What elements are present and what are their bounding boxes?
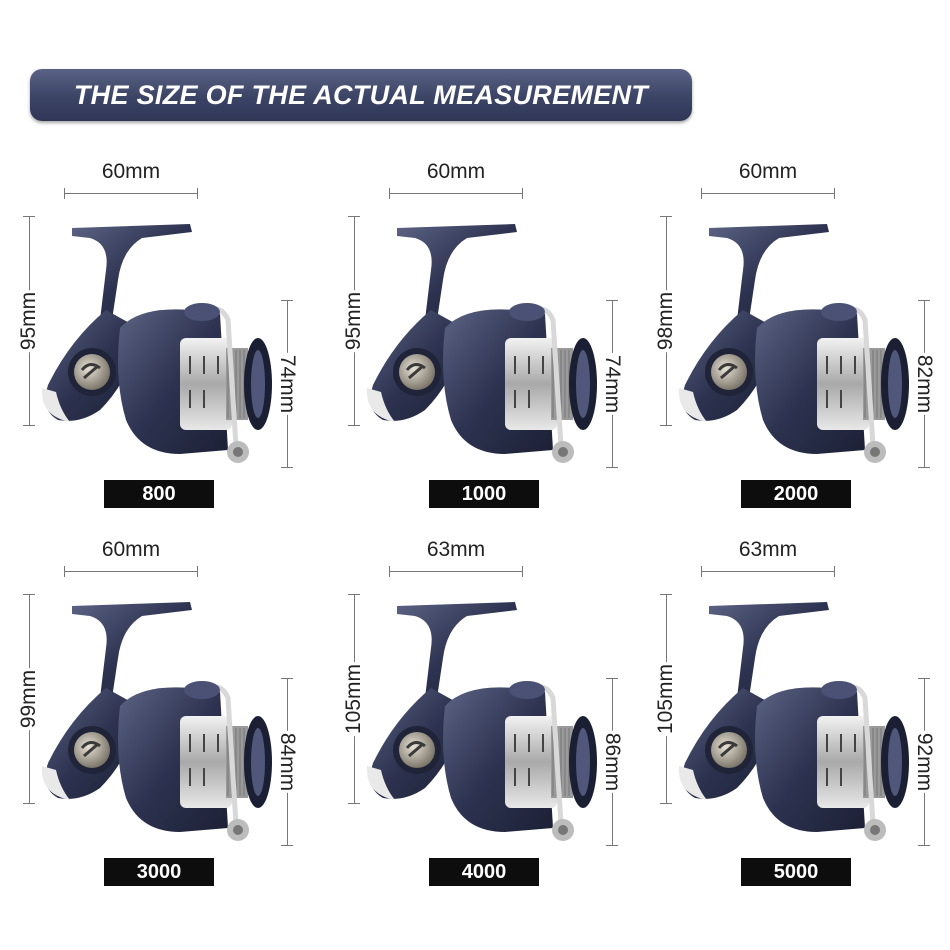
height-dimension: 98mm	[651, 216, 681, 426]
spinning-reel-icon	[41, 602, 272, 841]
size-badge: 2000	[741, 480, 851, 508]
height-dimension: 99mm	[14, 594, 44, 804]
width-dimension: 63mm	[389, 538, 523, 578]
width-dimension: 60mm	[64, 538, 198, 578]
width-dimension: 63mm	[701, 538, 835, 578]
reel-image	[355, 588, 615, 848]
spool-dimension: 92mm	[909, 678, 939, 846]
size-badge: 5000	[741, 858, 851, 886]
width-dimension: 60mm	[389, 160, 523, 200]
spool-dimension: 74mm	[597, 300, 627, 468]
reel-card-2000: 60mm 98mm 82mm	[654, 160, 950, 510]
reel-image	[355, 210, 615, 470]
reel-card-800: 60mm 95mm 74mm	[17, 160, 330, 510]
reel-image	[30, 588, 290, 848]
size-badge: 4000	[429, 858, 539, 886]
spinning-reel-icon	[678, 602, 909, 841]
spinning-reel-icon	[678, 224, 909, 463]
banner-title: THE SIZE OF THE ACTUAL MEASUREMENT	[73, 79, 649, 110]
reel-image	[667, 588, 927, 848]
reel-card-4000: 63mm 105mm 86mm	[342, 538, 655, 888]
width-label: 60mm	[101, 160, 161, 183]
reel-card-3000: 60mm 99mm 84mm	[17, 538, 330, 888]
height-dimension: 95mm	[14, 216, 44, 426]
width-label: 63mm	[738, 538, 798, 561]
spinning-reel-icon	[41, 224, 272, 463]
size-badge: 800	[104, 480, 214, 508]
spool-dimension: 74mm	[272, 300, 302, 468]
height-dimension: 105mm	[651, 594, 681, 804]
height-dimension: 105mm	[339, 594, 369, 804]
width-label: 60mm	[101, 538, 161, 561]
width-dimension: 60mm	[701, 160, 835, 200]
width-label: 60mm	[738, 160, 798, 183]
reel-card-5000: 63mm 105mm 92mm	[654, 538, 950, 888]
height-dimension: 95mm	[339, 216, 369, 426]
title-banner: THE SIZE OF THE ACTUAL MEASUREMENT	[30, 69, 692, 121]
reel-image	[667, 210, 927, 470]
width-label: 63mm	[426, 538, 486, 561]
size-badge: 1000	[429, 480, 539, 508]
width-dimension: 60mm	[64, 160, 198, 200]
spool-dimension: 84mm	[272, 678, 302, 846]
spinning-reel-icon	[366, 602, 597, 841]
size-badge: 3000	[104, 858, 214, 886]
reel-card-1000: 60mm 95mm 74mm	[342, 160, 655, 510]
spinning-reel-icon	[366, 224, 597, 463]
spool-dimension: 86mm	[597, 678, 627, 846]
spool-dimension: 82mm	[909, 300, 939, 468]
reel-image	[30, 210, 290, 470]
width-label: 60mm	[426, 160, 486, 183]
